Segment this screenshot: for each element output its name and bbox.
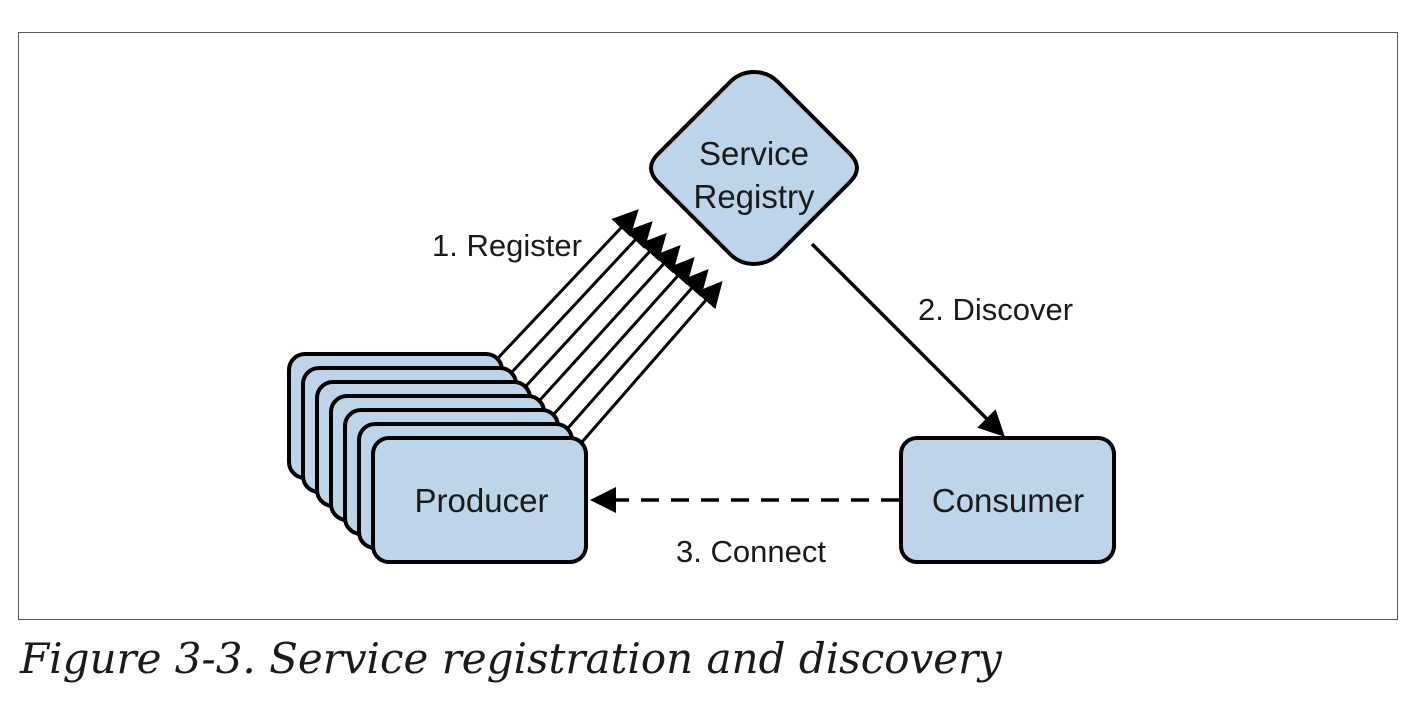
discover-label: 2. Discover	[918, 292, 1073, 327]
consumer-box	[899, 436, 1116, 564]
figure-caption: Figure 3-3. Service registration and dis…	[20, 634, 1002, 683]
service-registry-node: Service Registry	[649, 69, 859, 267]
producer-label: Producer	[415, 482, 549, 519]
register-arrow	[496, 209, 639, 360]
connect-label: 3. Connect	[676, 534, 826, 569]
producer-stack: Producer	[287, 352, 588, 564]
service-registry-diamond	[649, 69, 859, 267]
register-arrow	[538, 245, 681, 402]
register-arrows	[496, 209, 723, 443]
register-label: 1. Register	[432, 228, 582, 263]
register-arrow	[524, 233, 667, 388]
register-arrow	[580, 280, 723, 443]
consumer-node: Consumer	[899, 436, 1116, 564]
register-arrow	[566, 269, 709, 429]
service-registry-label-line2: Registry	[693, 178, 815, 215]
register-arrow	[510, 221, 653, 374]
discover-arrow	[810, 242, 1005, 437]
consumer-label: Consumer	[932, 482, 1084, 519]
register-arrow	[552, 257, 695, 416]
service-registry-label-line1: Service	[699, 135, 809, 172]
producer-box	[371, 436, 588, 564]
